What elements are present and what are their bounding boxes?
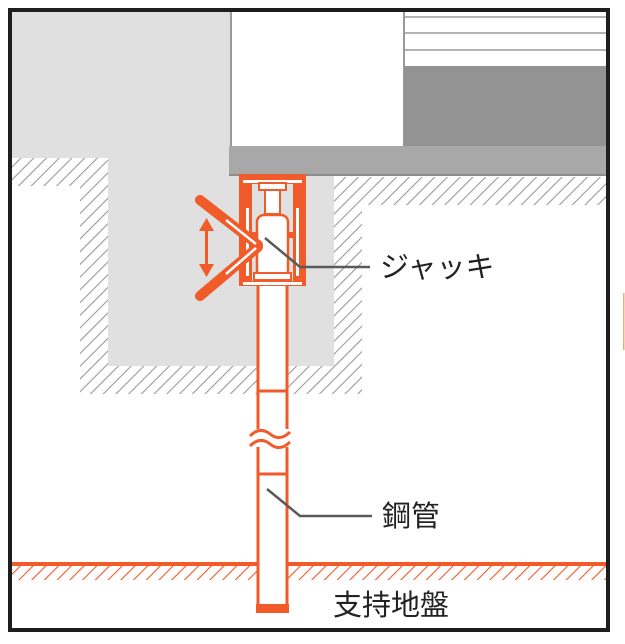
- stratum-line: [10, 562, 608, 566]
- jack-cap: [258, 182, 287, 191]
- jack-top-slot: [243, 180, 302, 183]
- post-slot: [296, 208, 299, 276]
- diagram-frame: [8, 8, 610, 632]
- pipe-leader-line: [266, 488, 372, 518]
- floor-slab: [229, 146, 608, 176]
- hatch-bottom: [80, 366, 362, 394]
- bearing-stratum: [10, 562, 608, 580]
- white-right: [362, 205, 608, 394]
- arrow-head-up: [199, 218, 214, 231]
- break-mark: [248, 429, 292, 439]
- up-down-arrow-icon: [199, 218, 214, 277]
- white-left: [10, 186, 80, 394]
- arrow-head-down: [199, 264, 214, 277]
- hatch-left-side: [80, 186, 108, 394]
- hatch-right-top: [334, 177, 608, 205]
- edge-mark: [623, 293, 625, 350]
- stratum-hatch: [10, 566, 608, 580]
- jack-leader-line: [264, 237, 370, 269]
- break-gap: [256, 429, 289, 447]
- wall-dark: [404, 66, 608, 147]
- arrow-shaft: [205, 228, 208, 266]
- pipe-tip: [256, 604, 289, 613]
- lever-highlight: [225, 247, 257, 275]
- hatch-left-top: [10, 158, 108, 186]
- break-mark: [248, 439, 292, 449]
- jack-base: [253, 272, 292, 281]
- building: [229, 9, 608, 176]
- jack-ram: [264, 189, 281, 215]
- bearing-stratum-label: 支持地盤: [333, 588, 449, 622]
- jack-bottom-slot: [243, 282, 302, 285]
- white-lower: [10, 394, 608, 562]
- foundation-hatch: [10, 158, 608, 562]
- siding: [404, 10, 608, 66]
- lever-highlight: [225, 219, 257, 245]
- steel-pipe: [248, 282, 292, 613]
- building-wall: [230, 9, 405, 148]
- hatch-right-side: [334, 177, 362, 394]
- jack-label: ジャッキ: [380, 250, 495, 284]
- steel-pipe-label: 鋼管: [382, 499, 440, 533]
- jack: [195, 174, 306, 301]
